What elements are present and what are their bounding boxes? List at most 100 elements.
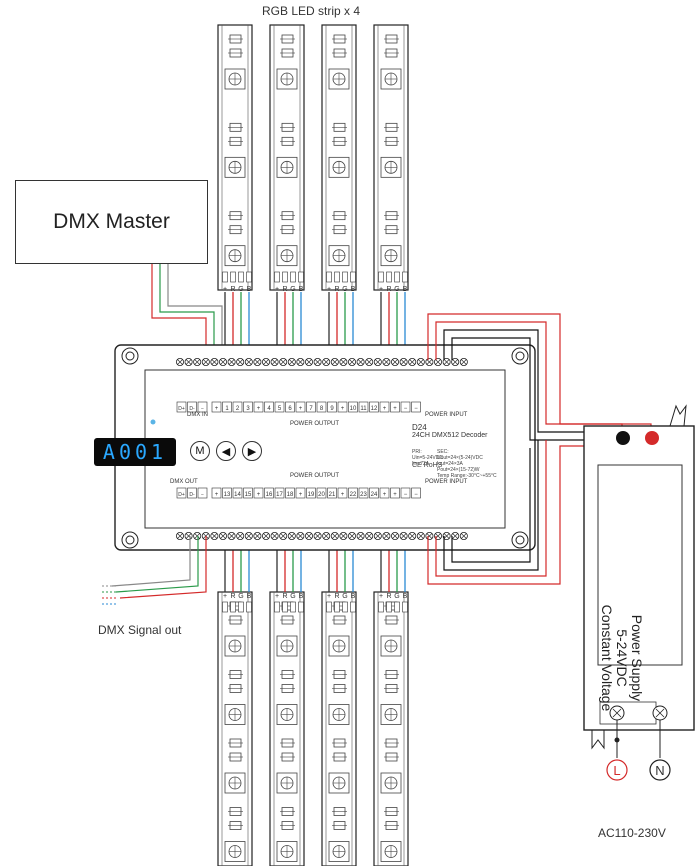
sec-line: SEC: (437, 449, 449, 455)
terminal-screw (435, 359, 441, 365)
terminal-screw (452, 359, 458, 365)
strip-pin (274, 601, 280, 613)
channel-box (411, 487, 421, 499)
strip-title: RGB LED strip x 4 (261, 4, 361, 18)
channel-label: + (341, 406, 345, 412)
dmx-wire-red (151, 264, 207, 360)
strip-pin (298, 601, 304, 613)
terminal-screw (426, 359, 433, 365)
strip-pin-label: R (386, 286, 391, 293)
channel-box (411, 401, 421, 413)
power-supply-panel (597, 464, 683, 666)
strip-pin-label: + (379, 593, 383, 600)
terminal-screw (332, 533, 338, 539)
terminal-screw (237, 533, 243, 539)
terminal-screw (392, 359, 398, 365)
terminal-screw (366, 359, 372, 365)
channel-box (211, 401, 222, 413)
prev-button[interactable]: ◀ (216, 441, 236, 461)
strip-pin (378, 601, 384, 613)
dmx-in-box (176, 401, 187, 413)
strip-pin (290, 601, 296, 613)
terminal-screw (297, 359, 304, 365)
pri-specs: PRI: Uin=5-24VDC Iin=72A (412, 449, 443, 467)
channel-label: 12 (371, 406, 378, 412)
strip-pin-label: + (275, 286, 279, 293)
strip-pin-label: G (238, 593, 243, 600)
channel-label: 18 (287, 492, 294, 498)
rohs-text: RoHS (423, 462, 443, 469)
strip-pin-label: G (394, 593, 399, 600)
terminal-screw (443, 533, 450, 539)
model-label: D24 24CH DMX512 Decoder (412, 424, 487, 440)
mount-hole (515, 351, 525, 361)
dmx-out-label: DMX OUT (170, 479, 198, 485)
channel-box (274, 487, 285, 499)
strip-pin (230, 601, 236, 613)
psu-ac-screw (612, 708, 622, 718)
terminal-screw (383, 359, 390, 365)
terminal-screw (254, 533, 261, 539)
terminal-screw (418, 359, 424, 365)
strip-pin-label: B (299, 286, 304, 293)
strip-pin-label: B (403, 286, 408, 293)
strip-pin (230, 271, 236, 283)
status-led (150, 419, 156, 425)
power-input-label-top: POWER INPUT (425, 412, 468, 418)
strip-pin (222, 271, 228, 283)
channel-box (222, 401, 232, 413)
terminal-screw (375, 359, 381, 365)
terminal-screw (349, 533, 355, 539)
rohs-label: CE RoHS (412, 462, 443, 469)
strip-pin-label: + (223, 593, 227, 600)
channel-label: − (414, 492, 418, 498)
power-supply-label: Power Supply 5-24VDC Constant Voltage (599, 578, 645, 738)
dmx-out-pin: D+ (178, 492, 185, 498)
terminal-screw (340, 359, 347, 365)
strip-pin (238, 601, 244, 613)
terminal-screw (263, 359, 269, 365)
channel-label: 2 (236, 406, 240, 412)
terminal-screw (237, 359, 243, 365)
ac-n-terminal (649, 759, 671, 781)
channel-box (232, 487, 243, 499)
terminal-screw (323, 359, 329, 365)
channel-box (379, 487, 390, 499)
dmx-in-pin: − (201, 406, 204, 412)
strip-pin-label: R (334, 593, 339, 600)
terminal-screw (228, 533, 235, 539)
psu-negative-terminal (616, 431, 630, 445)
terminal-screw (203, 359, 209, 365)
channel-label: − (404, 492, 408, 498)
power-output-label-top: POWER OUTPUT (290, 421, 339, 427)
channel-label: 20 (318, 492, 325, 498)
strip-pin-label: G (394, 286, 399, 293)
terminal-screw (280, 533, 286, 539)
channel-box (327, 487, 337, 499)
channel-box (274, 401, 285, 413)
terminal-screw (271, 533, 278, 539)
strip-pin (402, 601, 408, 613)
dmx-in-box (187, 401, 197, 413)
ac-junction (614, 737, 620, 743)
channel-box (243, 401, 253, 413)
next-button[interactable]: ▶ (242, 441, 262, 461)
dmx-signal-out-label: DMX Signal out (98, 623, 182, 637)
channel-label: 10 (350, 406, 357, 412)
sec-line: Iout=24×3A (437, 461, 463, 467)
mount-hole (515, 535, 525, 545)
channel-label: + (393, 492, 397, 498)
terminal-screw (366, 533, 372, 539)
mode-button[interactable]: M (190, 441, 210, 461)
channel-box (358, 401, 369, 413)
terminal-screw (289, 533, 295, 539)
strip-pin (386, 271, 392, 283)
ac-l-label: L (613, 763, 620, 778)
strip-pin-label: R (230, 593, 235, 600)
power-wire-red (435, 440, 547, 577)
channel-box (243, 487, 253, 499)
strip-pin-label: R (230, 286, 235, 293)
strip-pin (326, 601, 332, 613)
sec-specs: SEC: Uout=24×(5-24)VDC Iout=24×3A Pout=2… (437, 449, 497, 479)
